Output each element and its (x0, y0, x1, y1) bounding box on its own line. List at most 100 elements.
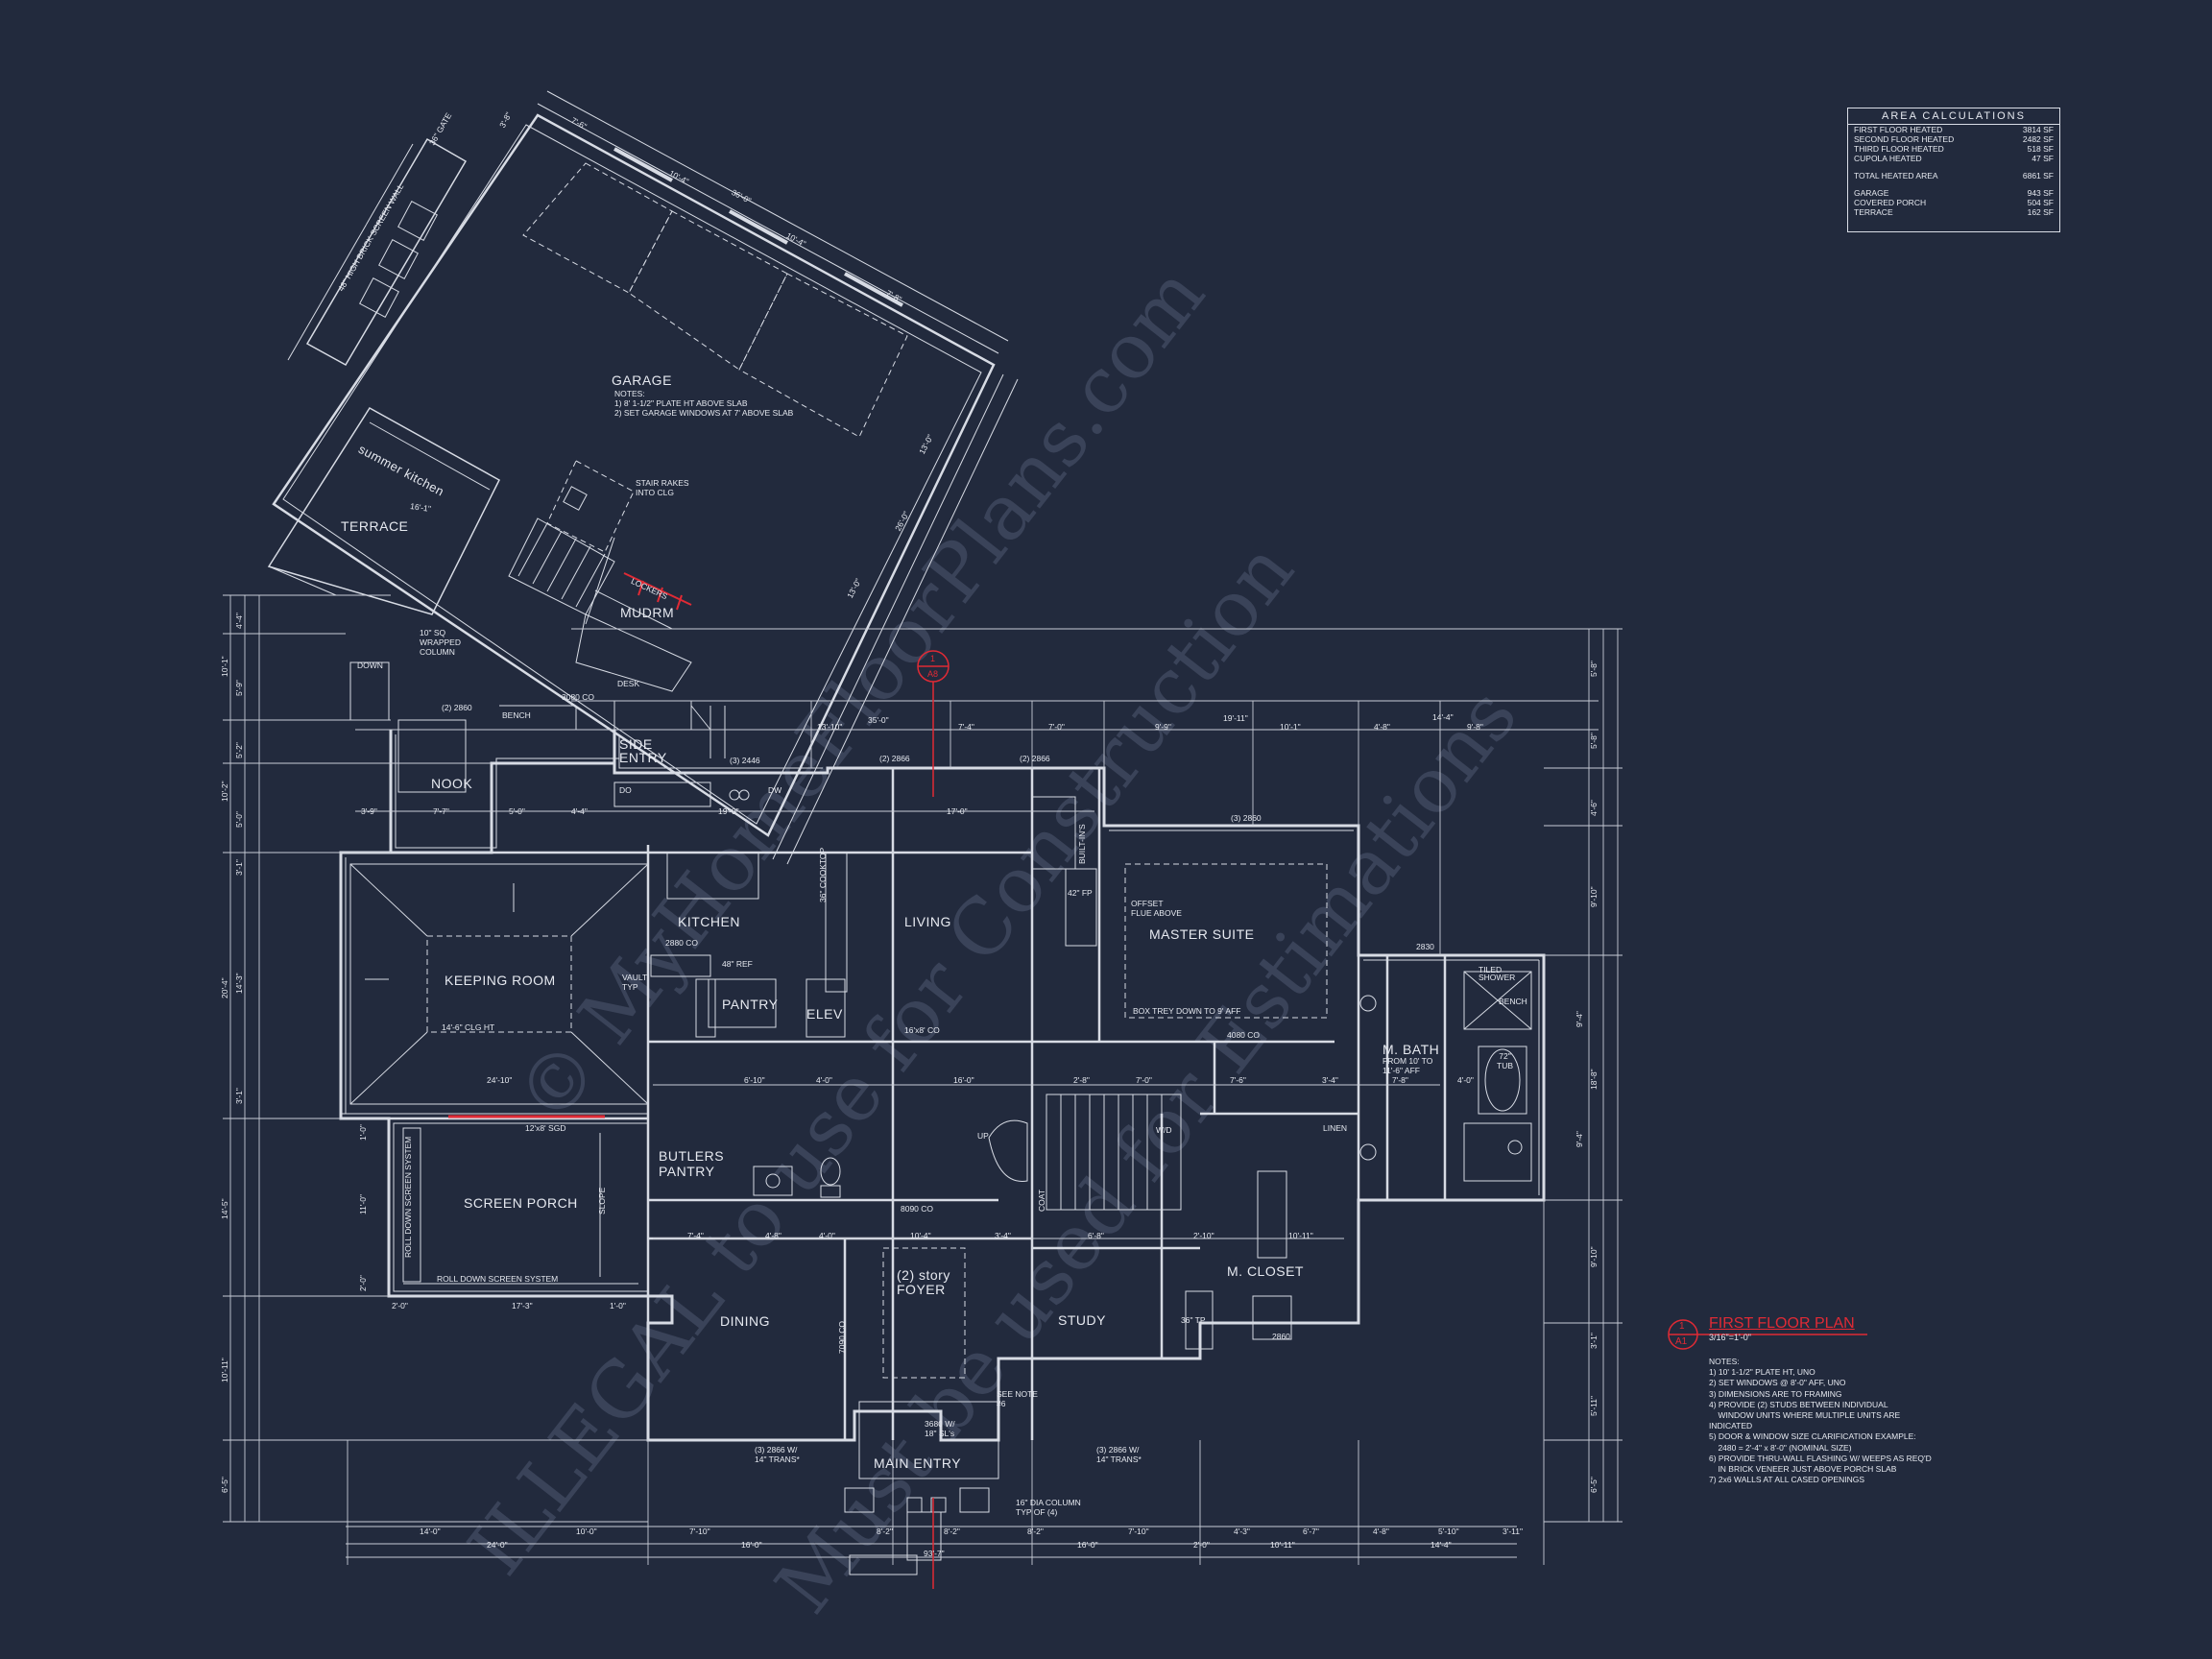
dimension-lines (223, 594, 1623, 1565)
note-line: 4) PROVIDE (2) STUDS BETWEEN INDIVIDUAL (1709, 1399, 1888, 1409)
dim-bottom-1: 8'-2" (877, 1527, 893, 1536)
room-elevator: ELEV (806, 1006, 843, 1022)
room-butlers-pantry-line-2: PANTRY (659, 1164, 715, 1179)
dim-row2: 7'-7" (433, 806, 449, 816)
label-down: DOWN (357, 661, 383, 670)
note-line: 2) SET WINDOWS @ 8'-0" AFF, UNO (1709, 1378, 1846, 1388)
label-window-2860: 2860 (1272, 1332, 1290, 1341)
label-keeping-ceiling: 14'-6" CLG HT (442, 1022, 495, 1032)
label-bath-ceiling-1: FROM 10' TO (1382, 1056, 1433, 1066)
room-screen-porch: SCREEN PORCH (464, 1195, 578, 1211)
label-bench-seat: 36" TP (1181, 1315, 1206, 1325)
label-bath-ceiling-2: 11'-6" AFF (1382, 1066, 1420, 1075)
dim-mid: 4'-0" (1457, 1075, 1474, 1085)
dim-row2: 19'-0" (718, 806, 739, 816)
screen-porch (393, 1122, 649, 1292)
label-sliding-glass-door: 12'x8' SGD (525, 1123, 566, 1133)
dim-left: 5'-0" (234, 811, 244, 828)
label-washer-dryer: W/D (1156, 1125, 1172, 1135)
dim-right: 5'-11" (1589, 1395, 1599, 1416)
label-window-2860-nook: (2) 2860 (442, 703, 472, 712)
dim-right: 5'-8" (1589, 733, 1599, 749)
dim-left: 5'-2" (234, 742, 244, 758)
dim-foyer-row: 2'-10" (1193, 1231, 1214, 1240)
room-pantry: PANTRY (722, 997, 779, 1012)
label-tub: 72" TUB (1497, 1051, 1513, 1070)
dim-overall: 93'-7" (924, 1549, 945, 1558)
label-roll-down-horizontal: ROLL DOWN SCREEN SYSTEM (437, 1274, 559, 1284)
notes-header: NOTES: (1709, 1357, 1740, 1366)
section-marker (917, 650, 950, 1589)
dim-top: 13'-10" (817, 722, 843, 732)
label-window-left-2: 14" TRANS* (755, 1455, 800, 1464)
label-offset-flue-1: OFFSET (1131, 899, 1164, 908)
label-cased-opening-16x8: 16'x8' CO (904, 1025, 940, 1035)
dim-foyer-row: 4'-0" (819, 1231, 835, 1240)
label-section-tag-number: 1 (930, 654, 936, 663)
label-entry-door: 3680 W/ (925, 1419, 955, 1429)
dim-right: 4'-6" (1589, 800, 1599, 816)
dim-left: 1'-0" (358, 1124, 368, 1141)
dim-mid: 24'-10" (487, 1075, 513, 1085)
dim-mid: 7'-0" (1136, 1075, 1152, 1085)
label-stair-up: UP (977, 1131, 989, 1141)
dim-row2: 17'-0" (947, 806, 968, 816)
label-window-right-2: 14" TRANS* (1096, 1455, 1142, 1464)
dim-right: 6'-5" (1589, 1477, 1599, 1493)
label-tiled-shower-1: TILED (1479, 965, 1503, 974)
dim-bottom-1: 4'-8" (1373, 1527, 1389, 1536)
room-foyer-line-2: FOYER (897, 1282, 946, 1297)
label-window-2866-a: (2) 2866 (879, 754, 910, 763)
dim-left: 10'-2" (220, 781, 229, 802)
label-section-tag-sheet: A8 (927, 669, 939, 679)
dim-screen-porch: 17'-3" (512, 1301, 533, 1310)
dim-foyer-row: 4'-8" (765, 1231, 781, 1240)
room-master-closet: M. CLOSET (1227, 1263, 1304, 1279)
label-box-trey: BOX TREY DOWN TO 9' AFF (1133, 1006, 1241, 1016)
room-keeping-room: KEEPING ROOM (445, 973, 556, 988)
dim-mid: 7'-6" (1230, 1075, 1246, 1085)
room-mudroom: MUDRM (620, 605, 675, 620)
label-stair-rakes: STAIR RAKES (636, 478, 689, 488)
dim-row2: 4'-4" (571, 806, 588, 816)
kitchen-island (666, 852, 759, 900)
garage-note-2: 2) SET GARAGE WINDOWS AT 7' ABOVE SLAB (614, 408, 794, 418)
label-cased-opening-3080: 3080 CO (562, 692, 595, 702)
label-roll-down-vertical: ROLL DOWN SCREEN SYSTEM (403, 1136, 413, 1258)
dim-right: 3'-1" (1589, 1333, 1599, 1349)
area-calculations-title: AREA CALCULATIONS (1848, 108, 2059, 125)
dim-right: 9'-10" (1589, 1246, 1599, 1267)
label-cased-opening-8090: 8090 CO (901, 1204, 934, 1214)
dim-top: 9'-9" (1155, 722, 1171, 732)
dim-bottom-2: 14'-4" (1431, 1540, 1452, 1550)
dim-top: 4'-8" (1374, 722, 1390, 732)
note-line: 2480 = 2'-4" x 8'-0" (NOMINAL SIZE) (1709, 1442, 1852, 1453)
label-column-2: TYP OF (4) (1016, 1507, 1058, 1517)
dim-top: 14'-4" (1432, 712, 1454, 722)
plan-title-block: FIRST FLOOR PLAN 3/16"=1'-0" (1669, 1315, 1957, 1342)
room-butlers-pantry-line-1: BUTLERS (659, 1148, 725, 1164)
dim-bottom-2: 2'-0" (1193, 1540, 1210, 1550)
label-coat: COAT (1037, 1190, 1046, 1212)
dim-bottom-2: 16'-0" (1077, 1540, 1098, 1550)
dim-mid: 6'-10" (744, 1075, 765, 1085)
note-line: 1) 10' 1-1/2" PLATE HT, UNO (1709, 1367, 1815, 1378)
label-cooktop: 36" COOKTOP (818, 847, 828, 902)
dim-mid: 16'-0" (953, 1075, 974, 1085)
room-side-entry-line-2: ENTRY (619, 750, 667, 765)
room-side-entry-line-1: SIDE (619, 736, 653, 752)
label-do: DO (619, 785, 632, 795)
label-column-1: 16" DIA COLUMN (1016, 1498, 1081, 1507)
label-cased-opening-4080: 4080 CO (1227, 1030, 1261, 1040)
label-built-ins: BUILT-IN'S (1077, 824, 1087, 864)
label-cased-opening-7090: 7090 CO (837, 1320, 847, 1354)
keeping-room-ceiling (349, 863, 649, 1105)
dim-bottom-1: 8'-2" (944, 1527, 960, 1536)
front-step (849, 1554, 918, 1575)
dim-left: 14'-5" (220, 1198, 229, 1219)
dim-top: 10'-1" (1280, 722, 1301, 732)
